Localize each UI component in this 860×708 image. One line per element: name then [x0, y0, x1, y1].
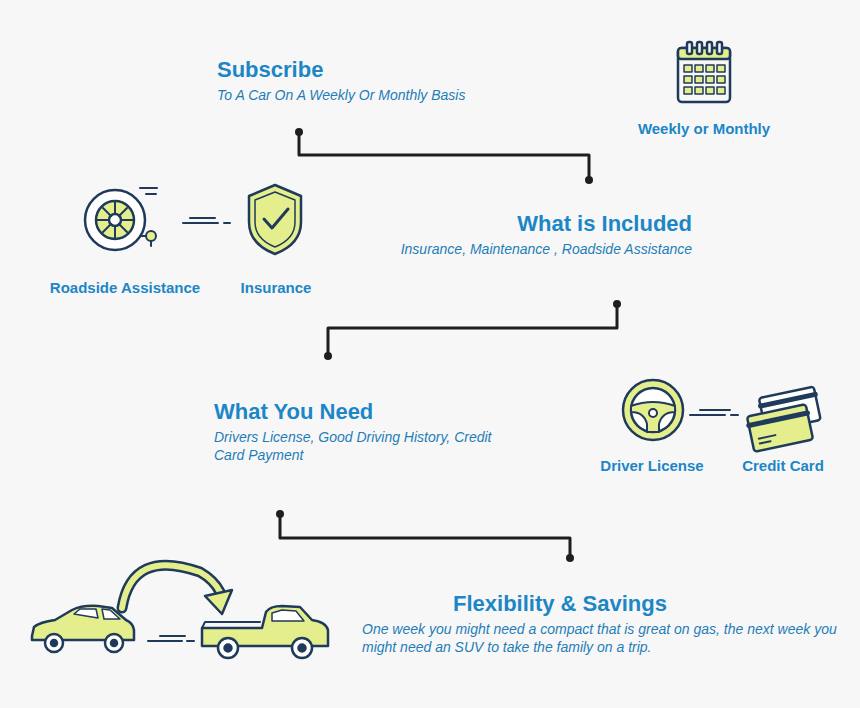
connector-line — [299, 132, 589, 180]
step-description: One week you might need a compact that i… — [362, 620, 842, 656]
step-heading: Flexibility & Savings — [362, 590, 842, 618]
calendar-cell — [717, 65, 725, 72]
steering-wheel-icon — [623, 380, 683, 440]
step-connector — [295, 128, 593, 184]
included-step: What is IncludedInsurance, Maintenance ,… — [332, 180, 692, 304]
icon-caption: Credit Card — [742, 457, 824, 475]
dash-line — [690, 410, 738, 415]
icon-caption: Weekly or Monthly — [638, 120, 770, 138]
calendar-cell — [717, 76, 725, 83]
flexibility-step: Flexibility & SavingsOne week you might … — [362, 558, 842, 660]
connector-line — [280, 514, 570, 558]
calendar-cell — [695, 76, 703, 83]
connector-dot — [566, 554, 574, 562]
calendar-cell — [695, 87, 703, 94]
swap-arrow — [122, 565, 232, 614]
connector-line — [328, 304, 617, 356]
icon-caption: Driver License — [600, 457, 703, 475]
step-description: To A Car On A Weekly Or Monthly Basis — [217, 86, 527, 104]
calendar-cell — [695, 65, 703, 72]
calendar-cell — [706, 87, 714, 94]
dash-line — [183, 218, 230, 223]
credit-card-icon — [747, 387, 821, 452]
step-heading: What is Included — [332, 210, 692, 238]
connector-dot — [276, 510, 284, 518]
icon-caption: Roadside Assistance — [50, 279, 200, 297]
step-description: Insurance, Maintenance , Roadside Assist… — [332, 240, 692, 258]
connector-dot — [613, 300, 621, 308]
step-connector — [276, 510, 574, 562]
dash-line — [148, 636, 194, 641]
step-heading: What You Need — [214, 398, 496, 426]
connector-dot — [324, 352, 332, 360]
compact-car-icon — [32, 606, 134, 652]
calendar-cell — [684, 65, 692, 72]
connector-dot — [585, 176, 593, 184]
calendar-cell — [684, 76, 692, 83]
requirements-step: What You NeedDrivers License, Good Drivi… — [214, 356, 496, 514]
step-heading: Subscribe — [217, 56, 527, 84]
connector-dot — [295, 128, 303, 136]
calendar-cell — [684, 87, 692, 94]
shield-icon — [249, 185, 301, 254]
calendar-cell — [706, 76, 714, 83]
subscribe-step: Subscribe To A Car On A Weekly Or Monthly… — [217, 56, 527, 132]
step-description: Drivers License, Good Driving History, C… — [214, 428, 496, 464]
calendar-cell — [706, 65, 714, 72]
calendar-cell — [717, 87, 725, 94]
step-connector — [324, 300, 621, 360]
calendar-icon — [678, 42, 730, 102]
tire-icon — [85, 188, 157, 250]
icon-caption: Insurance — [241, 279, 312, 297]
